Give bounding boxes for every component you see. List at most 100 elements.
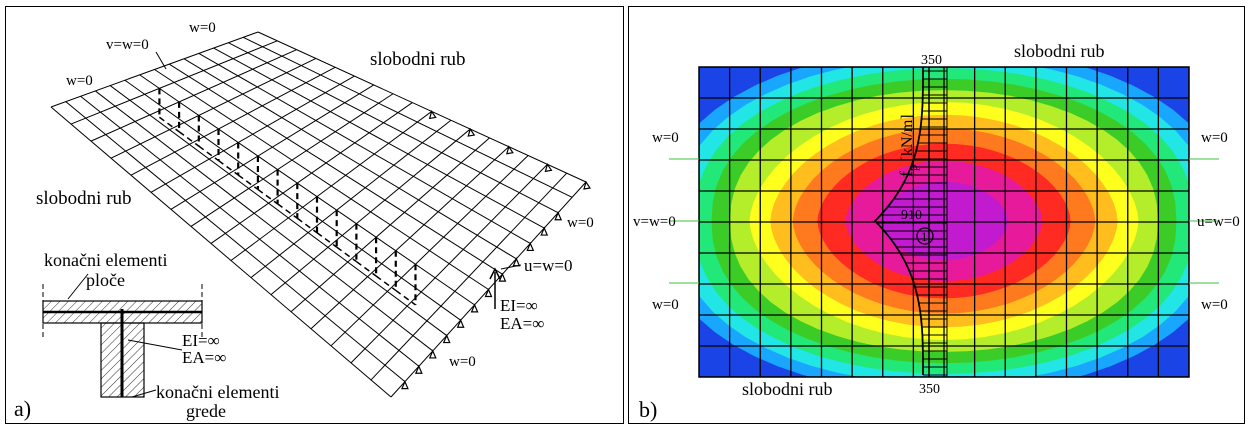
mesh-line xyxy=(290,137,490,313)
mesh-line xyxy=(250,119,452,278)
beam-bottom-dash xyxy=(316,232,338,248)
mesh-line xyxy=(80,95,420,367)
support-symbol xyxy=(540,226,549,236)
label-v-w-0-top: v=w=0 xyxy=(106,37,149,53)
support-symbols xyxy=(401,109,592,390)
beam-dashed-lines xyxy=(158,88,417,306)
beam-bottom-dash xyxy=(198,145,219,162)
label-free-edge-top: slobodni rub xyxy=(1014,41,1105,61)
contour-plot xyxy=(699,67,1189,377)
beam-bottom-dash xyxy=(158,116,180,133)
v-w-leader xyxy=(155,51,167,70)
beam-bottom-dash xyxy=(218,159,239,176)
mesh-line xyxy=(110,58,317,159)
label-right-w0-bottom: w=0 xyxy=(1201,297,1228,313)
panel-b: 1 350 350 910 fp[kN/m] slobodni rub slob… xyxy=(628,6,1245,424)
ei-arrow-head xyxy=(489,267,501,280)
label-w0-left: w=0 xyxy=(66,73,93,89)
label-left-w0-top: w=0 xyxy=(652,130,679,146)
support-symbol xyxy=(428,109,437,120)
support-symbol xyxy=(544,162,553,173)
point-1-label: 1 xyxy=(921,229,928,244)
label-w0-top: w=0 xyxy=(189,20,216,36)
mesh-line xyxy=(109,85,448,336)
support-symbol xyxy=(498,272,507,282)
label-w0-bottom: w=0 xyxy=(449,354,476,370)
mesh-line xyxy=(50,31,259,108)
mesh-line xyxy=(257,31,587,183)
label-left-v-w-0: v=w=0 xyxy=(633,214,676,230)
mesh-line xyxy=(154,69,489,290)
mesh-line xyxy=(139,74,475,306)
inset-beam-label-2: grede xyxy=(186,401,226,421)
fp-subscript: p xyxy=(905,165,920,172)
mesh-line xyxy=(70,40,278,125)
svg-text:fp[kN/m]: fp[kN/m] xyxy=(896,114,920,177)
support-symbol xyxy=(484,287,493,298)
fp-axis-label: fp[kN/m] xyxy=(896,114,920,177)
cross-section-inset: konačni elementi ploče EI=∞ EA=∞ konačni… xyxy=(42,250,279,421)
label-free-edge-bottom: slobodni rub xyxy=(742,379,833,399)
support-symbol xyxy=(467,127,476,137)
mesh-line xyxy=(370,172,568,381)
panel-b-label: b) xyxy=(639,397,657,422)
beam-bottom-dash xyxy=(277,203,298,219)
support-symbol xyxy=(583,180,592,190)
support-symbol xyxy=(505,145,514,155)
u-w-leader xyxy=(500,264,522,270)
mesh-line xyxy=(124,79,461,321)
beam-bottom-dash xyxy=(375,275,397,292)
support-symbol xyxy=(401,380,409,390)
fp-symbol: f xyxy=(896,171,916,177)
mesh-line xyxy=(310,146,510,330)
panel-a: v=w=0 w=0 w=0 slobodni rub slobodni rub … xyxy=(5,6,624,424)
beam-bottom-dash xyxy=(257,188,279,205)
mesh-line xyxy=(198,52,531,244)
beam-bottom-dash xyxy=(355,260,377,277)
mesh-line xyxy=(350,164,548,364)
mesh-line xyxy=(213,47,545,229)
mesh-line xyxy=(150,75,355,193)
mesh-line xyxy=(183,58,517,260)
label-w0-right: w=0 xyxy=(567,215,594,231)
tick-bottom-350: 350 xyxy=(919,382,940,397)
inset-plate-label-1: konačni elementi xyxy=(44,250,167,270)
support-symbol xyxy=(526,241,535,252)
label-free-edge-left: slobodni rub xyxy=(36,188,132,209)
inset-ea: EA=∞ xyxy=(182,348,226,367)
mesh-line xyxy=(170,84,375,210)
mesh-line xyxy=(242,36,573,198)
label-ei: EI=∞ xyxy=(500,296,538,315)
mesh-line xyxy=(230,111,432,261)
inset-ei: EI=∞ xyxy=(182,331,220,350)
panel-a-label: a) xyxy=(14,396,31,421)
force-distribution: 1 xyxy=(873,67,948,377)
label-ea: EA=∞ xyxy=(500,314,544,333)
mesh-line xyxy=(130,66,336,176)
support-symbol xyxy=(414,364,423,374)
peak-value-910: 910 xyxy=(901,208,922,223)
mesh-line xyxy=(90,49,297,142)
mesh-line xyxy=(228,42,559,214)
panel-b-drawing: 1 350 350 910 fp[kN/m] slobodni rub slob… xyxy=(633,41,1240,422)
beam-bottom-dash xyxy=(296,217,318,234)
support-symbol xyxy=(512,257,521,267)
point-1-circle xyxy=(916,227,934,245)
mesh-line xyxy=(65,101,406,383)
mesh-line xyxy=(50,106,392,398)
label-u-w-0: u=w=0 xyxy=(524,256,572,275)
support-symbol xyxy=(470,303,479,313)
mesh-line xyxy=(169,63,503,275)
label-right-w0-top: w=0 xyxy=(1201,130,1228,146)
inset-beam-label-1: konačni elementi xyxy=(156,382,279,402)
panel-a-drawing: v=w=0 w=0 w=0 slobodni rub slobodni rub … xyxy=(14,20,594,421)
label-free-edge-top: slobodni rub xyxy=(370,49,466,70)
mesh-line xyxy=(330,155,529,347)
mesh-line xyxy=(190,93,394,227)
beam-bottom-dash xyxy=(178,131,200,147)
plate-outline xyxy=(698,66,1190,378)
beam-bottom-dash xyxy=(336,246,357,263)
plate-mesh xyxy=(50,31,587,398)
support-symbol xyxy=(442,334,451,344)
tick-top-350: 350 xyxy=(921,53,942,68)
